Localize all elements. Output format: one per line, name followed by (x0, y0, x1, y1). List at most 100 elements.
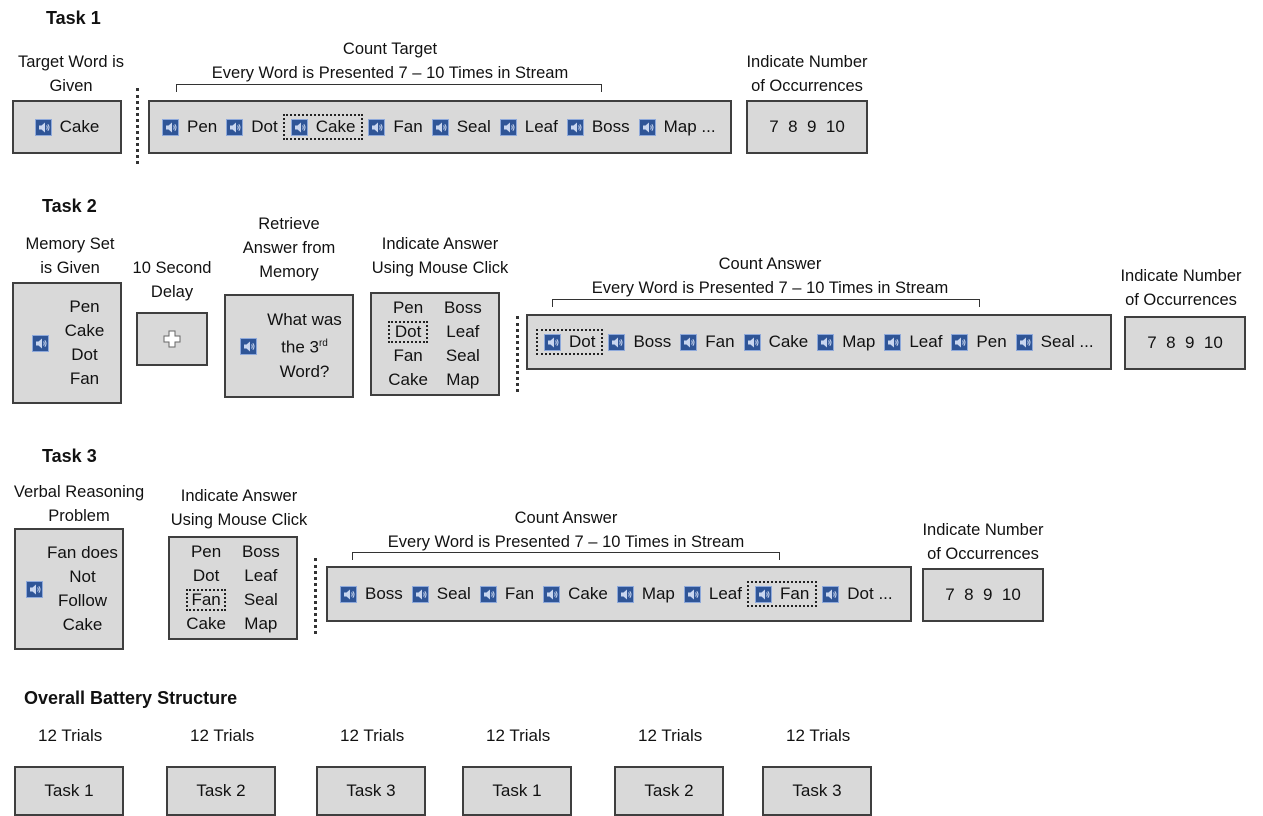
answer-choice[interactable]: Map (446, 370, 480, 389)
answer-choice[interactable]: Fan (186, 589, 226, 611)
task2-options-box[interactable]: 7 8 9 10 (1124, 316, 1246, 370)
answer-choice[interactable]: Leaf (244, 566, 278, 585)
stream-word: Leaf (880, 329, 946, 355)
battery-trials-label: 12 Trials (190, 726, 255, 745)
answer-choice[interactable]: Dot (192, 566, 220, 585)
stream-word: Fan (676, 329, 738, 355)
battery-trials-label: 12 Trials (340, 726, 405, 745)
speaker-icon (638, 118, 656, 136)
answer-choice[interactable]: Cake (186, 614, 226, 633)
stream-word: Dot (536, 329, 604, 355)
answer-choice[interactable]: Fan (393, 346, 423, 365)
stream-word: Seal ... (1012, 329, 1098, 355)
speaker-icon (566, 118, 584, 136)
answer-choice[interactable]: Pen (190, 542, 222, 561)
speaker-icon (754, 585, 772, 603)
speaker-icon (543, 585, 561, 603)
task2-memory-box: Pen Cake Dot Fan (12, 282, 122, 404)
answer-choice[interactable]: Dot (388, 321, 428, 343)
task3-bracket (352, 552, 780, 560)
speaker-icon (290, 118, 308, 136)
fixation-cross-icon (163, 330, 181, 348)
stream-word: Dot ... (818, 581, 896, 607)
battery-trials-label: 12 Trials (638, 726, 703, 745)
memory-word: Pen (69, 297, 100, 316)
speaker-icon (479, 585, 497, 603)
task1-heading: Task 1 (46, 8, 101, 28)
answer-choice[interactable]: Leaf (446, 322, 480, 341)
stream-word: Boss (336, 581, 407, 607)
speaker-icon (817, 333, 835, 351)
stream-word: Fan (746, 581, 818, 607)
task3-problem-box: Fan does Not Follow Cake (14, 528, 124, 650)
speaker-icon (616, 585, 634, 603)
battery-trials-label: 12 Trials (486, 726, 551, 745)
task1-bracket (176, 84, 602, 92)
speaker-icon (743, 333, 761, 351)
battery-task-box: Task 3 (762, 766, 872, 816)
speaker-icon (822, 585, 840, 603)
stream-word: Cake (539, 581, 612, 607)
memory-word: Fan (69, 369, 100, 388)
stream-word: Leaf (680, 581, 746, 607)
answer-choice[interactable]: Seal (243, 590, 278, 609)
memory-word: Dot (71, 345, 98, 364)
battery-trials-label: 12 Trials (786, 726, 851, 745)
answer-choice[interactable]: Boss (443, 298, 482, 317)
task1-target-box: Cake (12, 100, 122, 154)
answer-choice[interactable]: Pen (392, 298, 424, 317)
stream-word: Dot (222, 114, 281, 140)
task3-options-box[interactable]: 7 8 9 10 (922, 568, 1044, 622)
battery-task-box: Task 1 (14, 766, 124, 816)
battery-trials-label: 12 Trials (38, 726, 103, 745)
separator-dots (516, 316, 519, 392)
answer-choice[interactable]: Seal (445, 346, 480, 365)
speaker-icon (340, 585, 357, 603)
stream-word: Fan (476, 581, 538, 607)
speaker-icon (32, 334, 49, 352)
answer-choice[interactable]: Map (244, 614, 278, 633)
battery-heading: Overall Battery Structure (24, 688, 238, 708)
separator-dots (136, 88, 139, 164)
speaker-icon (431, 118, 449, 136)
memory-word: Cake (64, 321, 105, 340)
task2-question-box: What was the 3rd Word? (224, 294, 354, 398)
speaker-icon (499, 118, 517, 136)
stream-word: Leaf (496, 114, 562, 140)
separator-dots (314, 558, 317, 634)
stream-word: Map (613, 581, 679, 607)
speaker-icon (34, 118, 52, 136)
task1-options-box[interactable]: 7 8 9 10 (746, 100, 868, 154)
stream-word: Cake (282, 114, 364, 140)
task2-heading: Task 2 (42, 196, 97, 216)
answer-choice[interactable]: Boss (241, 542, 280, 561)
battery-task-box: Task 3 (316, 766, 426, 816)
answer-choice[interactable]: Cake (388, 370, 428, 389)
stream-word: Boss (563, 114, 634, 140)
speaker-icon (680, 333, 698, 351)
speaker-icon (951, 333, 969, 351)
task2-delay-box (136, 312, 208, 366)
stream-word: Fan (364, 114, 426, 140)
stream-word: Seal (408, 581, 475, 607)
task3-heading: Task 3 (42, 446, 97, 466)
speaker-icon (26, 580, 43, 598)
speaker-icon (240, 337, 257, 355)
speaker-icon (1015, 333, 1033, 351)
